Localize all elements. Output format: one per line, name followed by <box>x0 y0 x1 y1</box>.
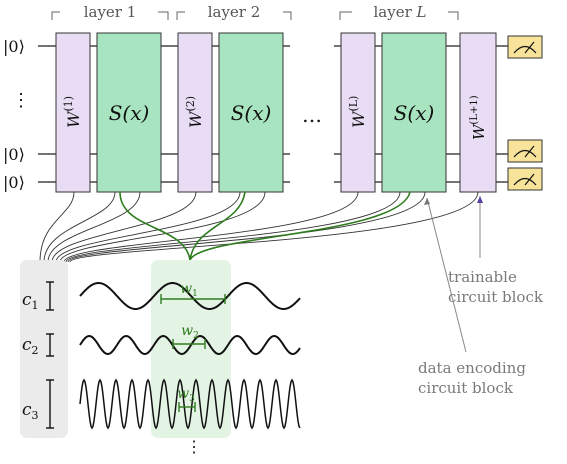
vertical-dots: ⋮ <box>12 90 30 111</box>
ket-0-top: |0⟩ <box>3 37 25 56</box>
svg-text:S(x): S(x) <box>109 101 150 125</box>
layer-2-label: layer 2 <box>208 3 261 21</box>
green-connector-curves <box>119 191 411 261</box>
coefficient-panel <box>20 260 68 438</box>
annotation-encoding-line1: data encoding <box>418 359 526 377</box>
arrow-encoding <box>424 197 467 353</box>
encoding-block-s-2: S(x) <box>218 32 284 193</box>
layer-1-label: layer 1 <box>84 3 137 21</box>
measurement-icon-2 <box>507 139 543 163</box>
layer-ellipsis: … <box>302 103 322 127</box>
panel-vertical-dots: ⋮ <box>186 437 202 456</box>
measurement-icon-1 <box>507 35 543 59</box>
wave-c1 <box>79 282 301 310</box>
frequency-panel <box>151 260 231 438</box>
svg-text:S(x): S(x) <box>231 101 272 125</box>
svg-text:S(x): S(x) <box>394 101 435 125</box>
scale-bar-c2 <box>46 333 54 357</box>
trainable-block-wL1: W(L+1) <box>459 32 497 193</box>
width-marker-w1 <box>160 294 226 304</box>
wave-c2 <box>79 334 301 356</box>
annotation-trainable-line1: trainable <box>448 268 517 286</box>
scale-bar-c3 <box>46 379 54 429</box>
width-marker-w3 <box>178 402 196 412</box>
encoding-block-s-1: S(x) <box>96 32 162 193</box>
annotation-encoding-line2: circuit block <box>418 379 514 397</box>
trainable-block-w1: W(1) <box>55 32 91 193</box>
encoding-block-s-L: S(x) <box>381 32 447 193</box>
trainable-block-wL: W(L) <box>340 32 376 193</box>
wave-c3 <box>79 378 301 430</box>
arrow-trainable <box>477 196 483 258</box>
layer-L-label: layer L <box>374 3 427 21</box>
measurement-icon-3 <box>507 167 543 191</box>
width-marker-w2 <box>172 339 206 349</box>
scale-bar-c1 <box>46 281 54 311</box>
connector-curves <box>39 191 479 263</box>
layer-brackets <box>51 11 459 20</box>
trainable-block-w2: W(2) <box>177 32 213 193</box>
annotation-trainable-line2: circuit block <box>448 288 544 306</box>
ket-0-mid: |0⟩ <box>3 145 25 164</box>
ket-0-bottom: |0⟩ <box>3 173 25 192</box>
